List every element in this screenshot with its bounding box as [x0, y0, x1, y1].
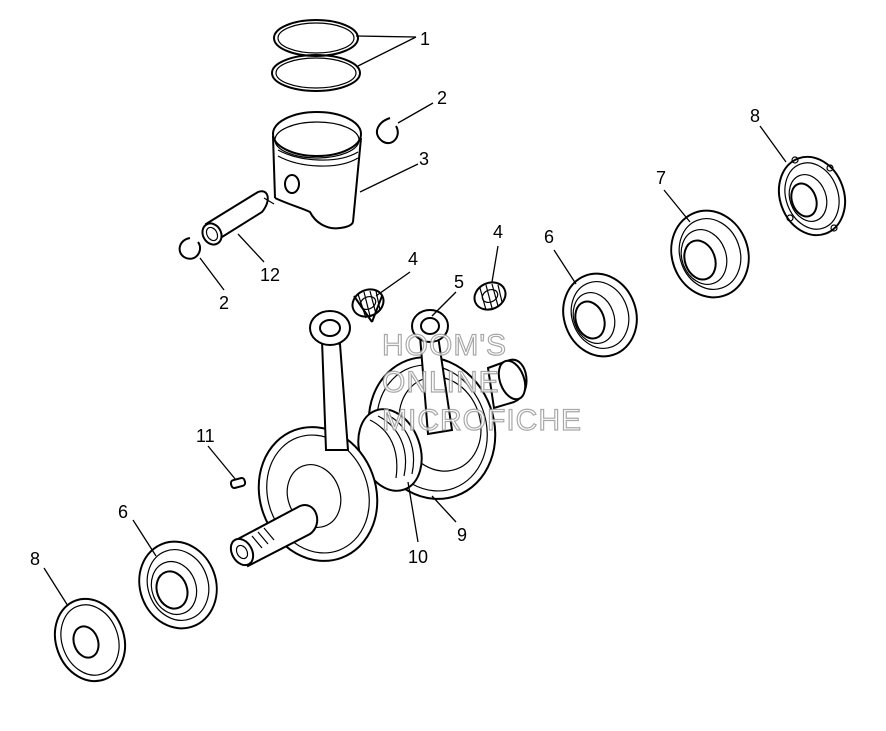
callout-11: 11 [196, 426, 215, 446]
callout-3: 3 [419, 149, 429, 169]
callout-4-left: 4 [408, 249, 418, 269]
callout-6-right: 6 [544, 227, 554, 247]
seal-bearing-right [670, 209, 750, 299]
callout-2-lower: 2 [219, 293, 229, 313]
watermark-line-3: MICROFICHE [382, 404, 582, 437]
key [229, 476, 247, 490]
oil-seal-right [777, 155, 847, 237]
oil-seal-left [53, 597, 127, 683]
callout-9: 9 [457, 525, 467, 545]
needle-bearing-right [473, 281, 507, 311]
callout-8-right: 8 [750, 106, 760, 126]
crankshaft-assembly [229, 309, 528, 568]
watermark: HOOM'S ONLINE MICROFICHE [381, 328, 582, 437]
needle-bearing-left [351, 288, 385, 323]
circlip-lower [178, 237, 202, 260]
leader-lines [43, 35, 787, 607]
piston-rings [271, 19, 361, 92]
callout-labels: 1 2 3 4 4 5 6 7 8 11 12 2 6 8 9 10 [30, 29, 760, 569]
callout-10: 10 [408, 547, 428, 567]
callout-6-left: 6 [118, 502, 128, 522]
callout-8-left: 8 [30, 549, 40, 569]
watermark-line-2: ONLINE [382, 366, 500, 399]
callout-7: 7 [656, 168, 666, 188]
callout-12: 12 [260, 265, 280, 285]
ball-bearing-right [562, 272, 638, 358]
watermark-line-1: HOOM'S [382, 329, 507, 362]
callout-2-upper: 2 [437, 88, 447, 108]
circlip-upper [375, 117, 399, 145]
wrist-pin [201, 190, 275, 246]
ball-bearing-left [138, 540, 218, 630]
callout-5: 5 [454, 272, 464, 292]
callout-4-right: 4 [493, 222, 503, 242]
callout-1: 1 [420, 29, 430, 49]
piston [272, 111, 362, 230]
